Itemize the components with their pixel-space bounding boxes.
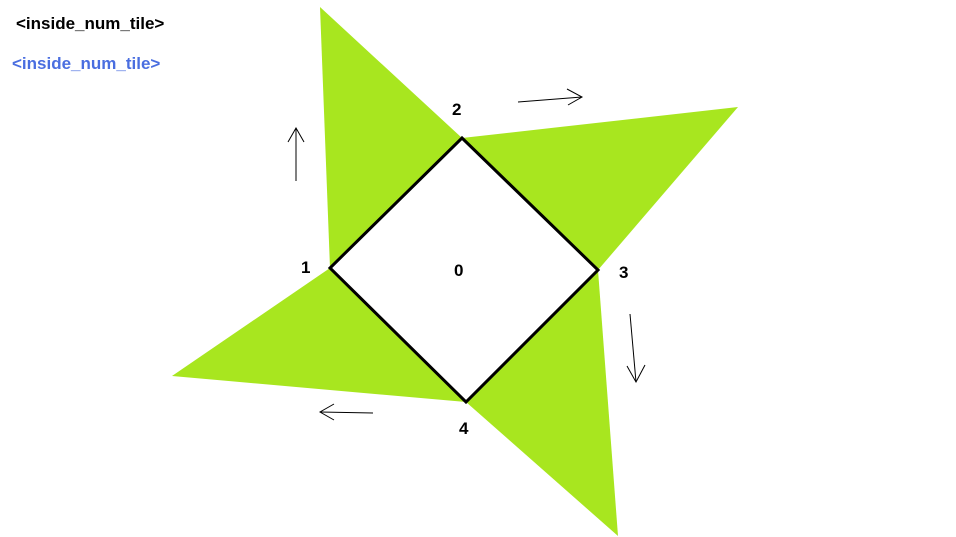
triangle-bottom-right bbox=[466, 270, 618, 536]
triangle-bottom-left bbox=[172, 268, 466, 402]
arrow-left bbox=[318, 403, 374, 421]
vertex-label-4: 4 bbox=[459, 419, 469, 438]
vertex-label-2: 2 bbox=[452, 100, 461, 119]
tile-label-blue: <inside_num_tile> bbox=[12, 54, 161, 73]
triangle-top-left bbox=[320, 7, 462, 268]
vertex-label-1: 1 bbox=[301, 258, 310, 277]
arrow-up bbox=[287, 126, 305, 181]
center-square bbox=[327, 135, 601, 405]
arrow-down bbox=[626, 313, 646, 384]
tile-label-black: <inside_num_tile> bbox=[16, 14, 165, 33]
arrow-right bbox=[517, 88, 584, 106]
triangle-top-right bbox=[462, 107, 738, 270]
vertex-label-3: 3 bbox=[619, 263, 628, 282]
vertex-label-center: 0 bbox=[454, 261, 463, 280]
